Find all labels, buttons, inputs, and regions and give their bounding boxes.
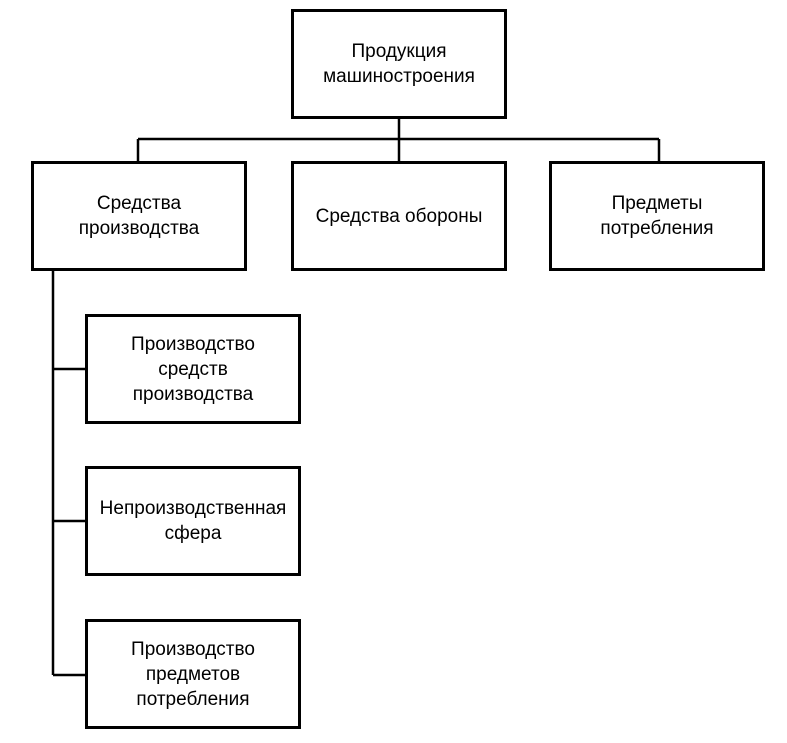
node-non-production-sphere: Непроизводственная сфера [85, 466, 301, 576]
node-means-of-production: Средства производства [31, 161, 247, 271]
node-consumer-goods-label: Предметы потребления [600, 193, 714, 239]
node-non-production-sphere-label: Непроизводственная сфера [99, 498, 287, 544]
node-consumer-goods: Предметы потребления [549, 161, 765, 271]
node-means-of-defense: Средства обороны [291, 161, 507, 271]
node-production-of-consumer-goods: Производство предметов потребления [85, 619, 301, 729]
node-means-of-defense-label: Средства обороны [315, 205, 483, 227]
node-means-of-production-label: Средства производства [78, 193, 200, 239]
node-production-of-consumer-goods-label: Производство предметов потребления [131, 638, 255, 710]
root-node: Продукция машиностроения [291, 9, 507, 119]
node-production-of-means: Производство средств производства [85, 314, 301, 424]
node-production-of-means-label: Производство средств производства [131, 333, 255, 405]
root-node-label: Продукция машиностроения [323, 41, 475, 87]
